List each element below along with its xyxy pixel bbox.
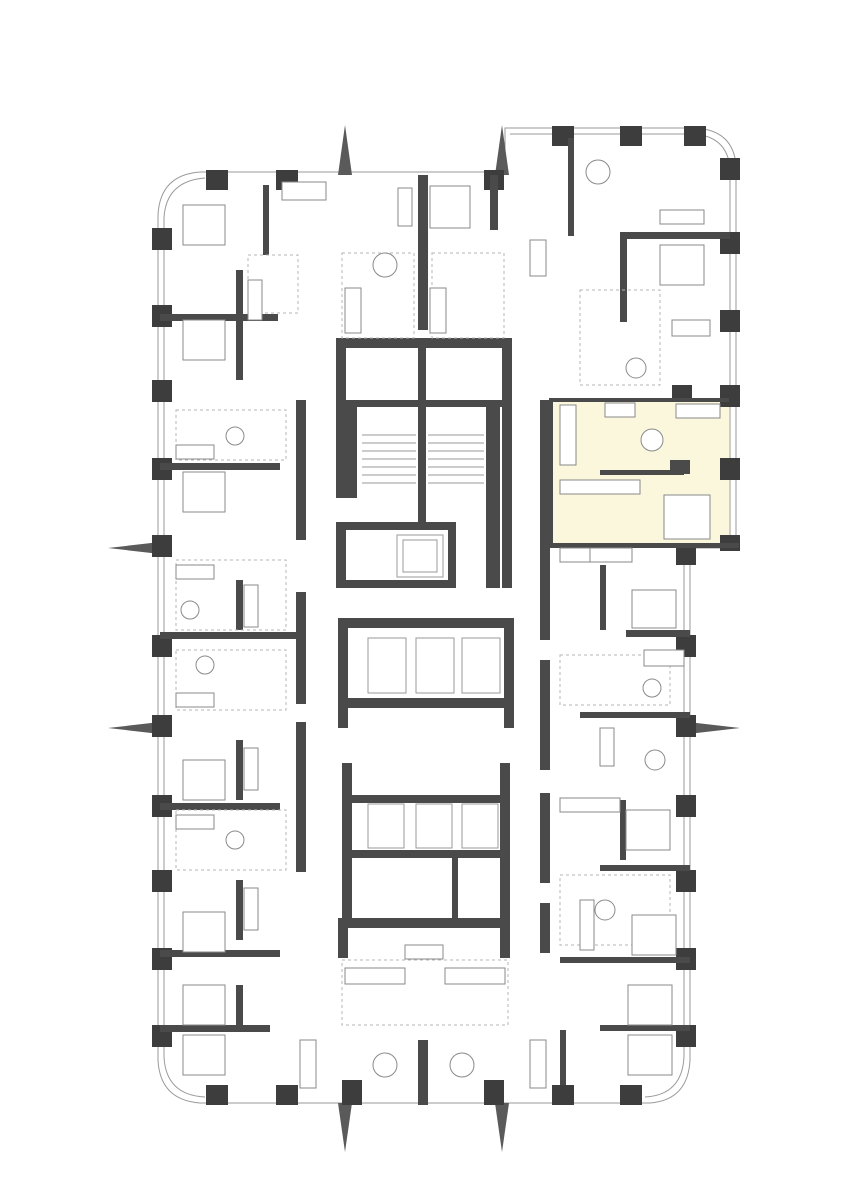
building-core: [336, 338, 514, 928]
corridor-walls: [296, 400, 550, 953]
furniture: [175, 159, 721, 1089]
facade-fins: [108, 125, 740, 1152]
right-units: [549, 138, 739, 1085]
left-units: [160, 175, 510, 1105]
